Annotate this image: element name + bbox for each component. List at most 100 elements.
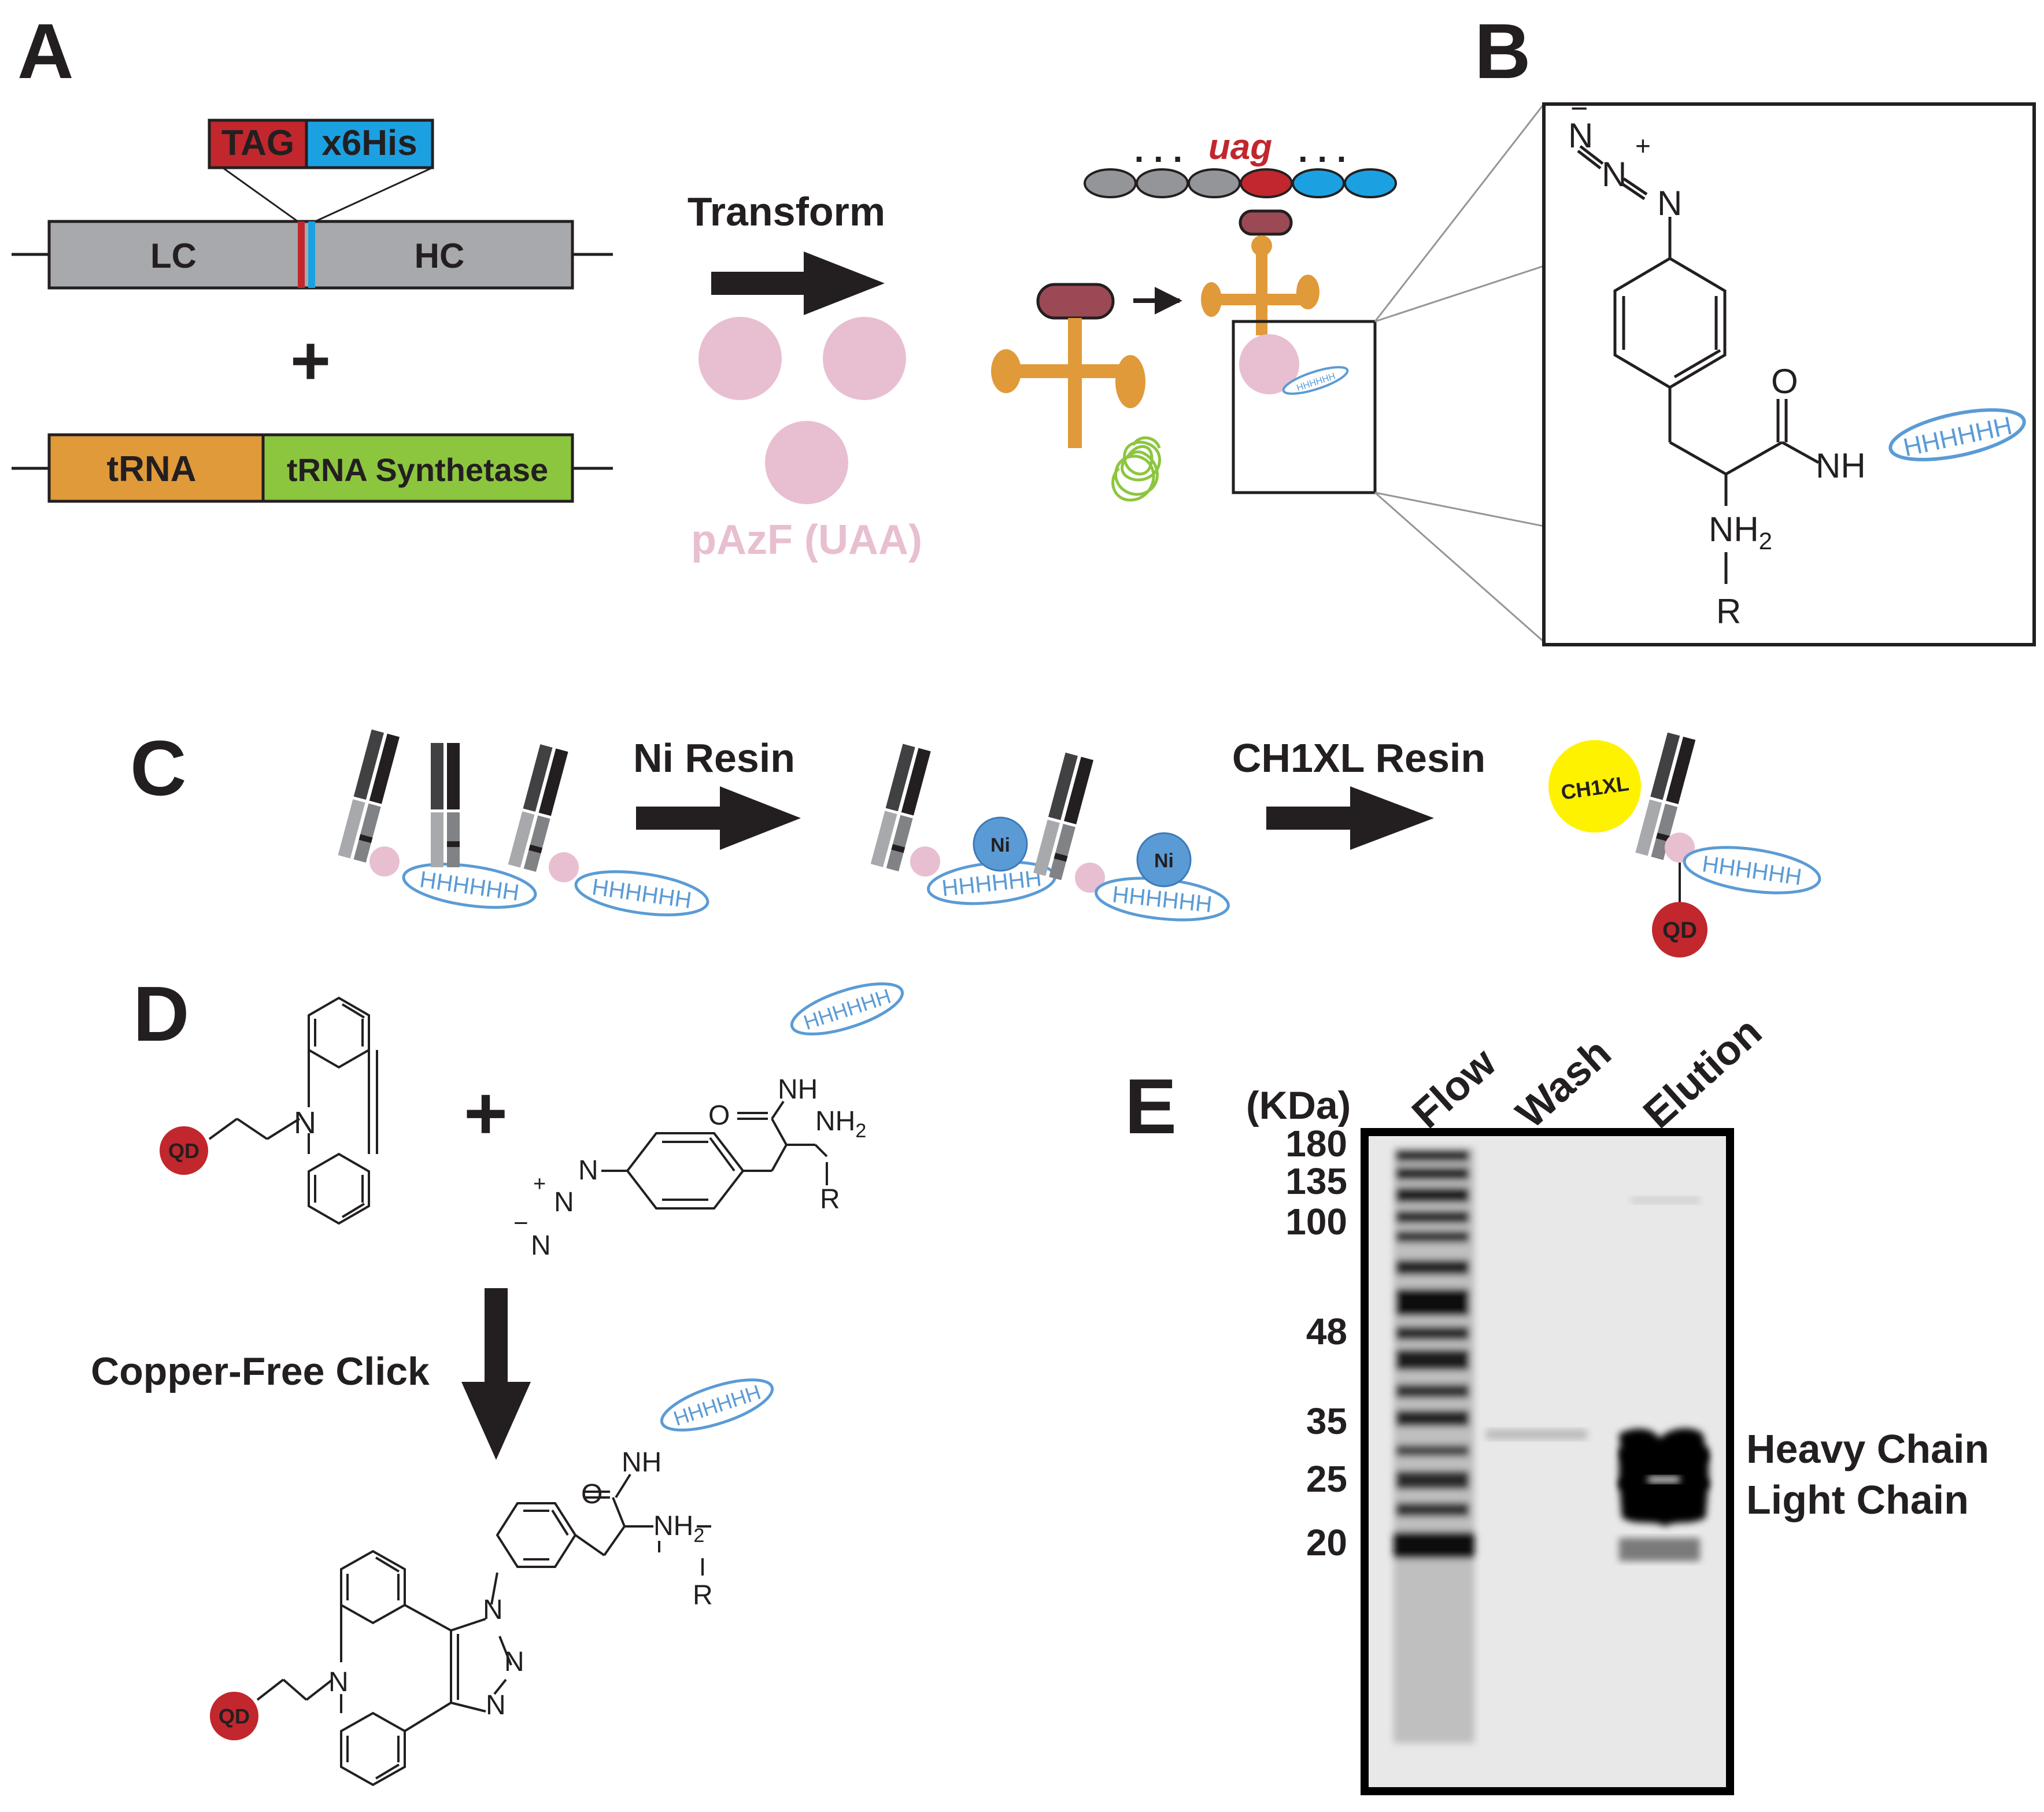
blot-frame	[1361, 1128, 1734, 1795]
ni-bead-2	[1136, 832, 1192, 887]
marker-25: 25	[1306, 1458, 1347, 1500]
antibody-fragments-bound-ni: HHHHHH Ni HHHHHH Ni	[870, 744, 1230, 922]
purified-antibody-qd: CH1XL HHHHHH QD	[1548, 732, 1821, 957]
ni-bead-1-text: Ni	[990, 834, 1010, 856]
triazole-n3: N	[486, 1690, 506, 1721]
marker-labels: 180 135 100 48 35 25 20	[1285, 1123, 1347, 1563]
pazf-structure	[1577, 145, 1820, 584]
amide-nh-d: NH	[778, 1074, 818, 1105]
ni-bead-1	[973, 816, 1028, 872]
dbco-n: N	[294, 1105, 316, 1140]
azide-n-d3: N	[531, 1230, 551, 1261]
azide-n2: N	[1602, 155, 1627, 194]
codon-suffix: . . .	[1298, 131, 1346, 169]
click-product	[256, 1473, 711, 1787]
trna-label: tRNA	[107, 449, 197, 489]
synthetase-block	[261, 433, 574, 503]
ch1xl-bead	[1548, 740, 1641, 833]
plus-sign-a: +	[290, 322, 331, 400]
carbonyl-o-d: O	[708, 1100, 730, 1131]
panel-label-a: A	[17, 8, 74, 95]
his-label: x6His	[321, 123, 417, 163]
trna-block	[47, 433, 265, 503]
his-stripe	[308, 221, 315, 288]
product-o: O	[581, 1479, 603, 1510]
flow-lane-bands	[1394, 1148, 1474, 1743]
product-n-amine: N	[328, 1667, 349, 1698]
azide-minus: −	[1570, 92, 1588, 125]
his-box	[305, 119, 434, 169]
marker-100: 100	[1285, 1201, 1347, 1242]
panel-label-d: D	[133, 970, 190, 1057]
trna-charged-left	[991, 283, 1145, 448]
azide-minus-d: −	[513, 1209, 528, 1237]
qd-d1-text: QD	[168, 1139, 199, 1163]
western-blot	[1361, 1128, 1734, 1795]
qd-d2-text: QD	[219, 1704, 250, 1728]
light-chain-label: Light Chain	[1746, 1477, 1969, 1522]
hc-label: HC	[415, 236, 465, 275]
amide-nh: NH	[1816, 446, 1866, 485]
azide-n-d: N	[578, 1155, 598, 1186]
panel-label-c: C	[130, 724, 187, 812]
lane-label-flow: Flow	[1403, 1039, 1505, 1137]
ch1xl-resin-arrow	[1266, 786, 1434, 850]
azide-n3: N	[1657, 184, 1682, 223]
zoom-box: HHHHHH	[1232, 320, 1377, 494]
azide-plus: +	[1635, 131, 1651, 161]
his-tag-oval-b	[1888, 408, 2026, 461]
marker-20: 20	[1306, 1522, 1347, 1563]
codon-label: uag	[1208, 127, 1272, 167]
marker-180: 180	[1285, 1123, 1347, 1164]
tag-stripe	[298, 221, 305, 288]
dbco-reagent	[208, 996, 378, 1225]
amine-nh2: NH2	[1709, 510, 1772, 554]
amine-nh2-d: NH2	[815, 1106, 866, 1142]
marker-135: 135	[1285, 1160, 1347, 1202]
panel-label-b: B	[1474, 8, 1531, 95]
marker-35: 35	[1306, 1400, 1347, 1442]
lane-label-elution: Elution	[1635, 1008, 1771, 1137]
mrna-strand: . . . uag . . .	[1084, 127, 1397, 198]
his-tag-oval-d2	[660, 1378, 774, 1432]
azide-n-d2: N	[554, 1187, 574, 1218]
copper-free-click-label: Copper-Free Click	[91, 1349, 430, 1393]
his-tag-oval-d1	[790, 982, 904, 1036]
kda-label: (KDa)	[1246, 1083, 1351, 1127]
wash-lane-band	[1486, 1429, 1587, 1440]
pazf-reagent-d	[601, 1100, 828, 1210]
product-nh: NH	[622, 1447, 661, 1478]
panel-label-e: E	[1125, 1063, 1177, 1150]
gene-construct-lc-hc: TAG x6His LC HC	[12, 119, 613, 290]
gene-construct-trna: tRNA tRNA Synthetase	[12, 433, 613, 503]
panel-b-frame	[1542, 102, 2036, 646]
antibody-fragments-input: HHHHHH HHHHHH	[338, 729, 709, 916]
lc-label: LC	[150, 236, 197, 275]
click-arrow	[461, 1288, 531, 1460]
r-group-d: R	[820, 1184, 840, 1215]
ni-bead-2-text: Ni	[1154, 850, 1174, 872]
zoom-lines	[1374, 103, 1545, 643]
qd-d2	[210, 1692, 258, 1740]
qd-c-text: QD	[1662, 918, 1697, 943]
transform-label: Transform	[688, 189, 885, 234]
trna-at-ribosome	[1201, 209, 1319, 335]
carbonyl-o: O	[1771, 362, 1798, 401]
elution-lane-bands	[1619, 1197, 1709, 1561]
heavy-chain-label: Heavy Chain	[1746, 1426, 1989, 1471]
azide-n1: N	[1568, 116, 1593, 155]
ni-resin-arrow	[636, 786, 801, 850]
nascent-protein	[1111, 436, 1161, 502]
ni-resin-label: Ni Resin	[633, 735, 795, 781]
product-r: R	[693, 1580, 713, 1611]
plus-sign-d: +	[464, 1071, 508, 1155]
product-nh2: NH2	[653, 1511, 704, 1547]
codon-prefix: . . .	[1134, 131, 1182, 169]
triazole-n2: N	[504, 1647, 524, 1677]
tag-label: TAG	[221, 123, 294, 163]
uaa-label: pAzF (UAA)	[691, 517, 922, 563]
marker-48: 48	[1306, 1311, 1347, 1352]
uaa-molecules	[698, 317, 906, 504]
qd-d1	[160, 1126, 208, 1175]
